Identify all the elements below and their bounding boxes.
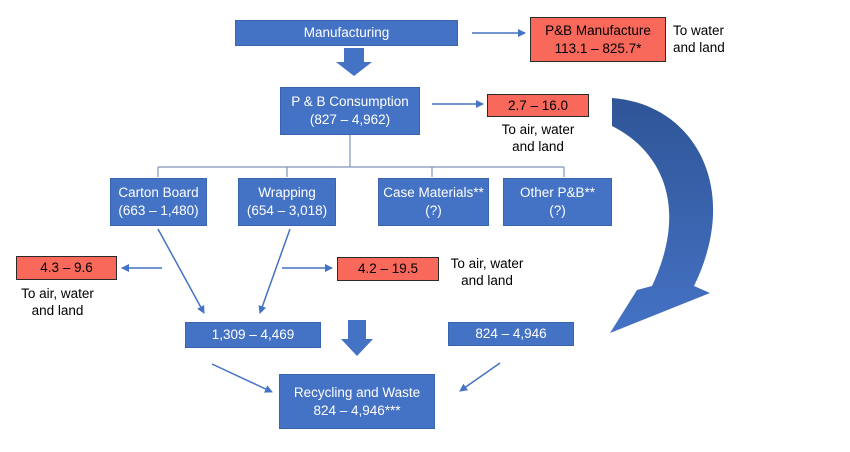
arrow-wrapping-to-combined <box>258 228 291 314</box>
carton-loss-value: 4.3 – 9.6 <box>40 260 93 275</box>
wrapping-loss-note: To air, water and land <box>443 255 531 289</box>
consumption-value: (827 – 4,962) <box>309 112 391 127</box>
manufacturing-label: Manufacturing <box>303 25 390 40</box>
arrow-other-to-recycling <box>459 362 501 392</box>
pb-manufacture-note-line2: and land <box>673 40 725 55</box>
category-value: (654 – 3,018) <box>246 203 328 218</box>
category-title: Wrapping <box>258 185 316 200</box>
carton-loss-box: 4.3 – 9.6 <box>16 256 117 280</box>
consumption-loss-note: To air, water and land <box>483 121 593 155</box>
category-title: Case Materials** <box>383 185 484 200</box>
consumption-loss-value: 2.7 – 16.0 <box>507 97 569 113</box>
consumption-title: P & B Consumption <box>291 94 409 109</box>
carton-loss-note: To air, water and land <box>10 285 105 319</box>
manufacturing-box: Manufacturing <box>235 20 458 46</box>
pb-manufacture-value: 113.1 – 825.7* <box>554 40 642 56</box>
carton-loss-note-line1: To air, water <box>21 286 94 301</box>
wrapping-loss-value: 4.2 – 19.5 <box>357 261 419 276</box>
wrapping-loss-note-line1: To air, water <box>450 256 524 271</box>
category-other-pb: Other P&B** (?) <box>503 178 612 226</box>
consumption-loss-note-line1: To air, water <box>501 122 575 137</box>
wrapping-loss-box: 4.2 – 19.5 <box>337 257 439 281</box>
pb-manufacture-box: P&B Manufacture 113.1 – 825.7* <box>530 17 666 62</box>
other-flow-value: 824 – 4,946 <box>475 326 547 341</box>
combined-flow-box: 1,309 – 4,469 <box>185 322 321 348</box>
recycling-value: 824 – 4,946*** <box>313 402 401 418</box>
category-case-materials: Case Materials** (?) <box>378 178 489 226</box>
pb-manufacture-note-line1: To water <box>673 23 725 38</box>
curved-arrow <box>610 98 714 333</box>
category-value: (?) <box>549 203 566 218</box>
category-carton-board: Carton Board (663 – 1,480) <box>110 178 207 226</box>
consumption-loss-box: 2.7 – 16.0 <box>487 94 589 117</box>
block-arrow-down-2 <box>341 320 373 356</box>
combined-flow-value: 1,309 – 4,469 <box>211 327 295 342</box>
arrow-carton-to-combined <box>157 228 205 314</box>
consumption-box: P & B Consumption (827 – 4,962) <box>280 87 420 135</box>
category-value: (?) <box>425 203 442 218</box>
consumption-loss-note-line2: and land <box>512 139 564 154</box>
recycling-waste-box: Recycling and Waste 824 – 4,946*** <box>279 374 435 429</box>
category-title: Carton Board <box>118 185 199 200</box>
pb-manufacture-note: To water and land <box>673 22 743 56</box>
category-wrapping: Wrapping (654 – 3,018) <box>238 178 336 226</box>
recycling-title: Recycling and Waste <box>293 384 421 400</box>
arrow-combined-to-recycling <box>211 363 273 393</box>
wrapping-loss-note-line2: and land <box>461 273 513 288</box>
category-value: (663 – 1,480) <box>118 203 199 218</box>
other-flow-box: 824 – 4,946 <box>448 322 574 346</box>
pb-manufacture-title: P&B Manufacture <box>545 22 651 38</box>
category-title: Other P&B** <box>519 185 596 200</box>
block-arrow-down-1 <box>336 48 372 76</box>
category-tree-connector <box>157 135 565 177</box>
carton-loss-note-line2: and land <box>31 303 84 318</box>
